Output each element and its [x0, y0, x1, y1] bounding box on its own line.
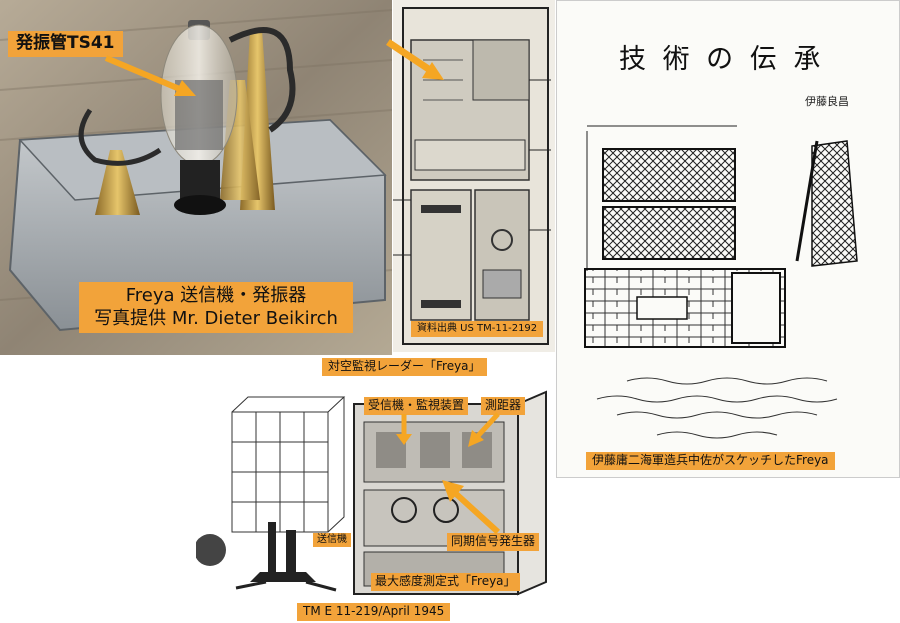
diagram-footer: TM E 11-219/April 1945: [297, 603, 451, 621]
sketch-author: 伊藤良昌: [805, 95, 849, 108]
sync-generator-label: 同期信号発生器: [447, 533, 540, 551]
photo-caption-line2: 写真提供 Mr. Dieter Beikirch: [94, 307, 338, 329]
transmitter-photo-panel: [0, 0, 392, 355]
manual-cabinet-panel: [393, 0, 555, 352]
rangefinder-label: 測距器: [481, 397, 526, 415]
sketch-title: 技 術 の 伝 承: [619, 44, 825, 75]
center-caption: 対空監視レーダー「Freya」: [322, 358, 487, 376]
transmitter-label: 送信機: [313, 533, 351, 547]
transmitter-photo: [0, 0, 392, 355]
model-label: 最大感度測定式「Freya」: [371, 573, 520, 591]
photo-caption-line1: Freya 送信機・発振器: [125, 285, 307, 306]
sketch-caption: 伊藤庸二海軍造兵中佐がスケッチしたFreya: [586, 452, 835, 470]
cabinet-drawing: [393, 7, 551, 345]
receiver-label: 受信機・監視装置: [364, 397, 469, 415]
sketch-drawing: [584, 125, 858, 439]
tube-label: 発振管TS41: [8, 31, 123, 57]
sketch-panel: 技 術 の 伝 承 伊藤良昌: [556, 0, 900, 478]
manual-source-label: 資料出典 US TM-11-2192: [411, 321, 544, 337]
photo-caption: Freya 送信機・発振器 写真提供 Mr. Dieter Beikirch: [79, 282, 353, 334]
